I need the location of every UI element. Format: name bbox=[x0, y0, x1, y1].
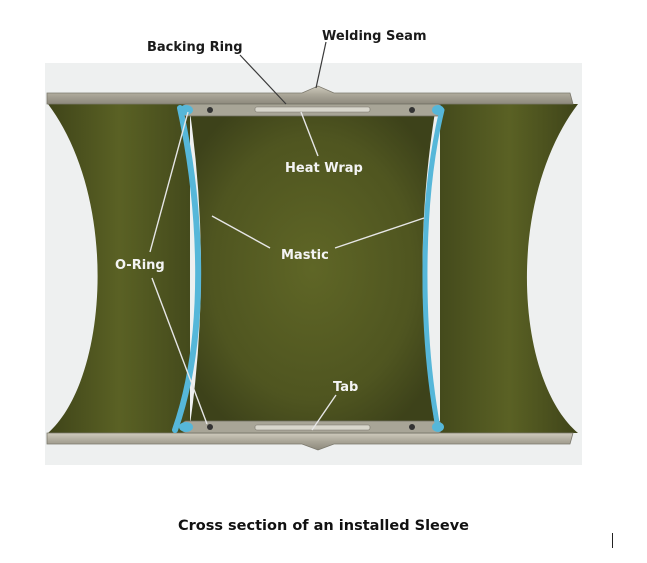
label-mastic: Mastic bbox=[281, 248, 329, 263]
leader-o-ring-top bbox=[149, 111, 189, 253]
sleeve-interior bbox=[190, 112, 435, 425]
leader-mastic-left bbox=[211, 215, 271, 249]
leader-heat-wrap bbox=[300, 111, 319, 157]
tab-bottom-left bbox=[207, 424, 213, 430]
label-o-ring: O-Ring bbox=[115, 258, 165, 273]
label-welding-seam: Welding Seam bbox=[322, 29, 427, 44]
heat-wrap-top bbox=[254, 106, 371, 113]
text-cursor bbox=[612, 533, 613, 548]
label-tab: Tab bbox=[333, 380, 358, 395]
leader-o-ring-bottom bbox=[151, 277, 208, 425]
tab-top-right bbox=[409, 107, 415, 113]
mastic-right bbox=[422, 107, 445, 431]
o-ring-bottom-left bbox=[179, 422, 193, 432]
pipe-wall-bottom bbox=[46, 432, 574, 451]
pipe-wall-top bbox=[46, 85, 574, 105]
tab-top-left bbox=[207, 107, 213, 113]
leader-tab bbox=[311, 394, 337, 431]
mastic-left bbox=[172, 105, 202, 433]
figure-caption: Cross section of an installed Sleeve bbox=[177, 518, 470, 534]
pipe-left-interior bbox=[48, 104, 190, 433]
label-heat-wrap: Heat Wrap bbox=[285, 161, 363, 176]
leader-welding-seam bbox=[315, 41, 327, 89]
label-backing-ring: Backing Ring bbox=[147, 40, 243, 55]
leader-backing-ring bbox=[239, 54, 287, 105]
tab-bottom-right bbox=[409, 424, 415, 430]
leader-mastic-right bbox=[334, 217, 425, 249]
pipe-right-interior bbox=[440, 104, 578, 433]
